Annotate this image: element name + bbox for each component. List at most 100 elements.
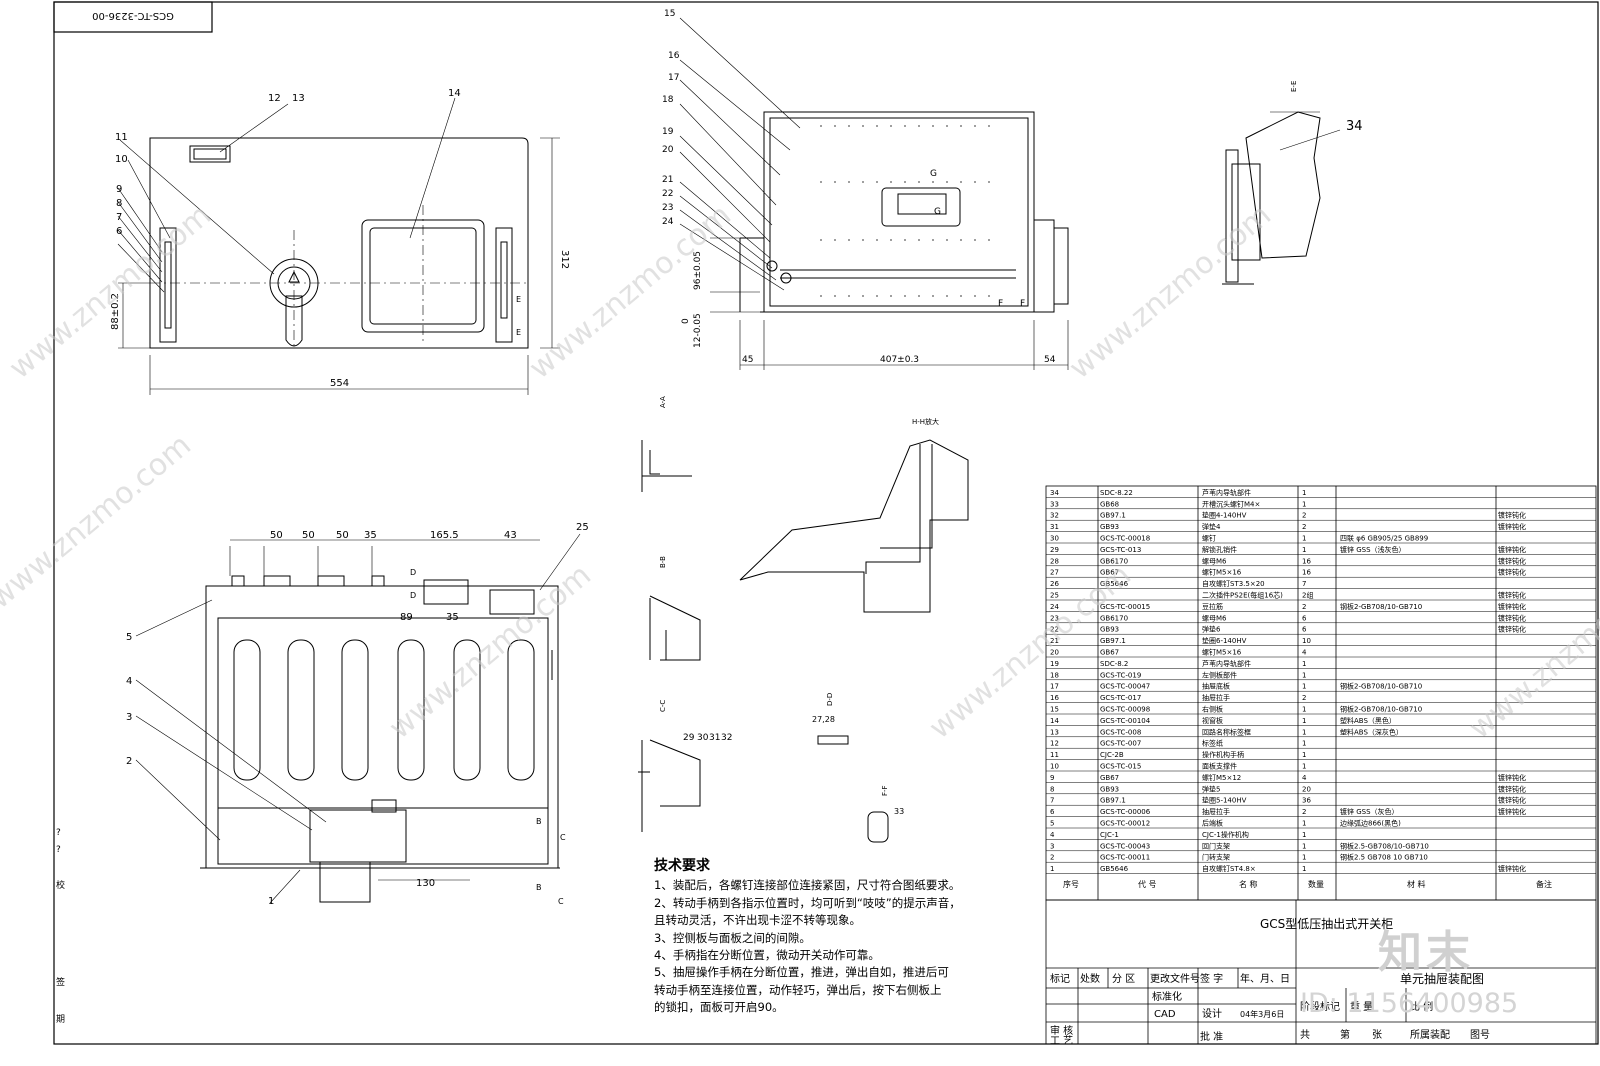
bom-cell: 解锁孔销件 bbox=[1202, 545, 1237, 554]
bom-cell: 13 bbox=[1050, 728, 1059, 736]
plan-view bbox=[135, 533, 581, 904]
svg-text:G: G bbox=[934, 207, 941, 217]
bom-cell: CJC-1操作机构 bbox=[1202, 830, 1249, 839]
svg-text:图号: 图号 bbox=[1470, 1029, 1490, 1041]
note-line: 4、手柄指在分断位置，微动开关动作可靠。 bbox=[654, 948, 880, 963]
svg-text:14: 14 bbox=[448, 88, 461, 99]
bom-cell: 1 bbox=[1302, 535, 1306, 543]
svg-text:张: 张 bbox=[1372, 1029, 1382, 1041]
bom-header-cell: 数量 bbox=[1308, 879, 1324, 889]
bom-cell: 豆拉筋 bbox=[1202, 602, 1223, 611]
bom-cell: 1 bbox=[1302, 751, 1306, 759]
bom-cell: GB68 bbox=[1100, 500, 1119, 508]
bom-cell: 3 bbox=[1050, 842, 1054, 850]
bom-cell: GCS-TC-013 bbox=[1100, 546, 1141, 554]
product-title: GCS型低压抽出式开关柜 bbox=[1260, 917, 1393, 931]
svg-text:分 区: 分 区 bbox=[1112, 973, 1135, 985]
bom-cell: 1 bbox=[1302, 671, 1306, 679]
bom-header-cell: 材 料 bbox=[1407, 879, 1426, 889]
svg-text:0: 0 bbox=[681, 318, 691, 324]
svg-text:8: 8 bbox=[116, 198, 122, 209]
svg-text:130: 130 bbox=[416, 878, 435, 889]
technical-notes: 技术要求 1、装配后，各螺钉连接部位连接紧固，尺寸符合图纸要求。 2、转动手柄到… bbox=[654, 858, 984, 1017]
bom-cell: 16 bbox=[1050, 694, 1059, 702]
bom-cell: 31 bbox=[1050, 523, 1059, 531]
bom-cell: 2 bbox=[1050, 854, 1054, 862]
svg-text:25: 25 bbox=[576, 522, 589, 533]
svg-text:20: 20 bbox=[662, 145, 674, 155]
bom-cell: 27 bbox=[1050, 569, 1059, 577]
svg-text:更改文件号: 更改文件号 bbox=[1150, 972, 1200, 985]
bom-cell: GCS-TC-017 bbox=[1100, 694, 1141, 702]
bom-cell: 边缘弧边866(黑色) bbox=[1340, 819, 1401, 828]
bom-cell: 1 bbox=[1302, 717, 1306, 725]
svg-text:4: 4 bbox=[126, 676, 132, 687]
bom-cell: 7 bbox=[1050, 797, 1054, 805]
svg-text:?: ? bbox=[56, 828, 61, 838]
bom-cell: 1 bbox=[1302, 865, 1306, 873]
left-margin-marks: ?? 校 签 期 bbox=[56, 828, 65, 1025]
svg-text:88±0.2: 88±0.2 bbox=[110, 293, 121, 330]
bom-cell: GB93 bbox=[1100, 626, 1119, 634]
svg-text:50: 50 bbox=[336, 530, 349, 541]
bom-cell: 镀锌钝化 bbox=[1498, 602, 1526, 611]
bom-cell: 1 bbox=[1302, 854, 1306, 862]
watermark-brand: 知末 bbox=[1378, 927, 1474, 978]
bom-cell: 螺钉 bbox=[1202, 534, 1216, 543]
svg-text:554: 554 bbox=[330, 378, 349, 389]
bom-cell: 10 bbox=[1302, 637, 1311, 645]
bom-cell: GCS-TC-00104 bbox=[1100, 717, 1151, 725]
bom-cell: 塑料ABS（深灰色） bbox=[1340, 727, 1403, 736]
svg-text:标准化: 标准化 bbox=[1152, 990, 1182, 1003]
bom-header-cell: 备注 bbox=[1536, 879, 1552, 889]
bom-cell: 4 bbox=[1302, 774, 1307, 782]
bom-cell: 镀锌钝化 bbox=[1498, 556, 1526, 565]
bom-cell: 开槽沉头螺钉M4× bbox=[1202, 499, 1260, 508]
svg-text:期: 期 bbox=[56, 1014, 65, 1025]
bom-cell: 自攻螺钉ST4.8× bbox=[1202, 864, 1256, 873]
svg-text:16: 16 bbox=[668, 51, 680, 61]
svg-text:?: ? bbox=[56, 845, 61, 855]
bom-cell: 垫圈6-140HV bbox=[1202, 636, 1247, 645]
bom-cell: 1 bbox=[1302, 728, 1306, 736]
svg-text:校: 校 bbox=[56, 879, 65, 891]
svg-text:96±0.05: 96±0.05 bbox=[693, 251, 703, 290]
svg-text:17: 17 bbox=[668, 73, 679, 83]
front-view-labels: 12 13 14 11 10 9 8 7 6 554 312 88±0.2 E … bbox=[110, 88, 570, 389]
bom-cell: 钢板2-GB708/10-GB710 bbox=[1340, 682, 1422, 691]
svg-text:04年3月6日: 04年3月6日 bbox=[1240, 1009, 1284, 1019]
bom-cell: 钢板2.5 GB708 10 GB710 bbox=[1340, 853, 1428, 862]
bom-header-cell: 名 称 bbox=[1239, 879, 1258, 889]
svg-text:重 量: 重 量 bbox=[1350, 1000, 1373, 1013]
svg-text:9: 9 bbox=[116, 184, 122, 195]
bom-cell: GCS-TC-00011 bbox=[1100, 854, 1150, 862]
bom-cell: GCS-TC-00006 bbox=[1100, 808, 1151, 816]
bom-cell: 1 bbox=[1302, 706, 1306, 714]
svg-text:31: 31 bbox=[709, 733, 720, 743]
svg-text:18: 18 bbox=[662, 95, 674, 105]
note-line: 且转动灵活，不许出现卡涩不转等现象。 bbox=[654, 913, 861, 928]
svg-text:E: E bbox=[516, 328, 521, 337]
bom-cell: 1 bbox=[1050, 865, 1054, 873]
svg-text:设计: 设计 bbox=[1202, 1007, 1222, 1020]
sheet-border bbox=[53, 1, 1599, 1045]
bom-cell: 9 bbox=[1050, 774, 1054, 782]
bom-cell: 镀锌钝化 bbox=[1498, 613, 1526, 622]
svg-text:B-B: B-B bbox=[659, 556, 667, 568]
svg-text:比 例: 比 例 bbox=[1410, 1000, 1433, 1013]
svg-text:3: 3 bbox=[126, 712, 132, 723]
bom-cell: GCS-TC-015 bbox=[1100, 763, 1141, 771]
svg-text:B: B bbox=[536, 817, 542, 826]
svg-text:35: 35 bbox=[364, 530, 377, 541]
svg-text:2: 2 bbox=[126, 756, 132, 767]
svg-text:批 准: 批 准 bbox=[1200, 1030, 1223, 1043]
bom-cell: 操作机构手柄 bbox=[1202, 750, 1244, 759]
bom-cell: GCS-TC-019 bbox=[1100, 671, 1141, 679]
svg-text:10: 10 bbox=[115, 154, 128, 165]
svg-text:45: 45 bbox=[742, 355, 753, 365]
svg-text:43: 43 bbox=[504, 530, 517, 541]
bom-cell: 芦苇内导轨部件 bbox=[1202, 488, 1251, 497]
detail-labels: A-A B-B C-C D-D F-F H-H放大 29 30 31 32 27… bbox=[659, 396, 939, 816]
bom-cell: GB67 bbox=[1100, 649, 1119, 657]
